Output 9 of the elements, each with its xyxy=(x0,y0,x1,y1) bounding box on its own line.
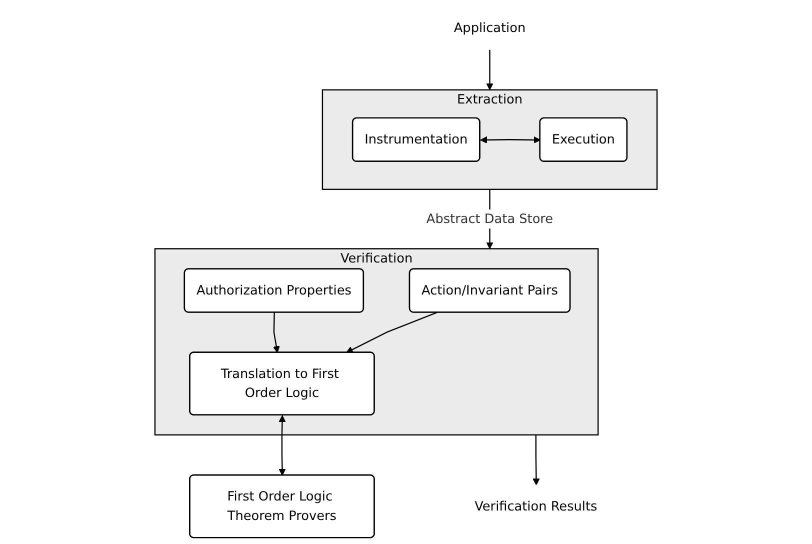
arrow xyxy=(346,312,437,353)
arrow xyxy=(272,312,280,353)
node-text: Application xyxy=(454,20,526,36)
arrow xyxy=(486,50,494,90)
arrow xyxy=(278,415,286,476)
edge-label: Abstract Data Store xyxy=(426,211,554,226)
node-text: Verification Results xyxy=(474,498,598,514)
arrow xyxy=(532,434,540,486)
arrow xyxy=(480,136,541,144)
